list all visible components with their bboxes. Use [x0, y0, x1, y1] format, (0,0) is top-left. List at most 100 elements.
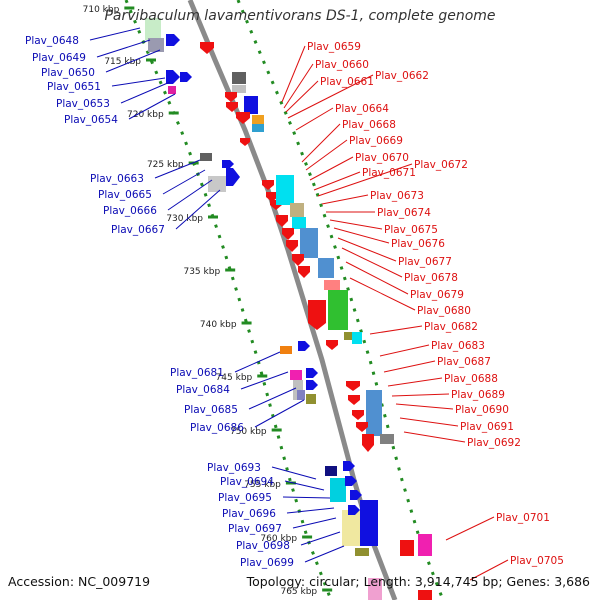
forward-gene — [350, 490, 362, 500]
right-label-leader — [369, 325, 423, 335]
forward-gene — [180, 72, 192, 82]
right-gene-label: Plav_0675 — [384, 224, 438, 236]
reverse-gene — [308, 300, 326, 330]
right-gene-label: Plav_0682 — [424, 321, 478, 333]
left-gene-label: Plav_0648 — [25, 35, 79, 47]
left-gene-label: Plav_0654 — [64, 114, 118, 126]
right-label-leader — [287, 74, 374, 119]
forward-gene — [226, 168, 240, 186]
right-label-leader — [301, 123, 341, 163]
right-label-leader — [399, 417, 459, 427]
scale-tick-label: 725 kbp — [147, 160, 184, 170]
left-label-leader — [286, 507, 335, 514]
right-gene-label: Plav_0679 — [410, 289, 464, 301]
left-gene-label: Plav_0649 — [32, 52, 86, 64]
right-label-leader — [469, 559, 509, 581]
forward-gene — [306, 368, 318, 378]
reverse-gene — [226, 102, 238, 112]
scale-tick-label: 720 kbp — [127, 110, 164, 120]
reverse-gene — [346, 381, 360, 391]
reverse-gene — [200, 42, 214, 54]
right-label-leader — [295, 107, 334, 131]
right-gene-label: Plav_0664 — [335, 103, 389, 115]
scale-tick-label: 730 kbp — [166, 214, 203, 224]
right-label-leader — [305, 139, 348, 171]
reverse-gene — [298, 266, 310, 278]
right-gene-label: Plav_0668 — [342, 119, 396, 131]
left-gene-label: Plav_0694 — [220, 476, 274, 488]
reverse-gene — [362, 434, 374, 452]
scale-tick-label: 745 kbp — [216, 373, 253, 383]
right-gene-label: Plav_0673 — [370, 190, 424, 202]
reverse-gene — [292, 217, 306, 229]
left-gene-label: Plav_0695 — [218, 492, 272, 504]
scale-tick-label: 765 kbp — [280, 587, 317, 597]
reverse-gene — [282, 228, 294, 240]
right-gene-label: Plav_0677 — [398, 256, 452, 268]
right-label-leader — [329, 219, 383, 230]
right-gene-label: Plav_0680 — [417, 305, 471, 317]
left-label-leader — [234, 351, 281, 373]
right-label-leader — [379, 344, 430, 357]
right-gene-label: Plav_0688 — [444, 373, 498, 385]
scale-tick-label: 755 kbp — [244, 480, 281, 490]
forward-gene — [345, 476, 357, 486]
left-label-leader — [300, 531, 341, 546]
reverse-gene — [266, 192, 278, 202]
reverse-gene — [252, 124, 264, 132]
right-gene-label: Plav_0689 — [451, 389, 505, 401]
topology-text: Topology: circular; Length: 3,914,745 bp… — [246, 574, 590, 589]
left-label-leader — [304, 545, 345, 563]
right-gene-label: Plav_0678 — [404, 272, 458, 284]
reverse-gene — [252, 115, 264, 125]
left-gene-label: Plav_0666 — [103, 205, 157, 217]
reverse-gene — [324, 280, 340, 290]
forward-gene — [166, 34, 180, 46]
left-label-leader — [128, 93, 176, 120]
left-gene-label: Plav_0651 — [47, 81, 101, 93]
reverse-gene — [418, 590, 432, 600]
reverse-gene — [344, 332, 354, 340]
left-label-leader — [96, 39, 151, 58]
left-label-leader — [154, 159, 201, 179]
forward-gene — [200, 153, 212, 161]
reverse-gene — [232, 72, 246, 84]
right-label-leader — [337, 237, 397, 262]
reverse-gene — [286, 240, 298, 252]
right-gene-label: Plav_0691 — [460, 421, 514, 433]
left-gene-label: Plav_0699 — [240, 557, 294, 569]
left-label-leader — [105, 49, 161, 73]
left-gene-label: Plav_0653 — [56, 98, 110, 110]
left-gene-label: Plav_0663 — [90, 173, 144, 185]
right-label-leader — [333, 227, 390, 244]
right-label-leader — [341, 247, 403, 278]
scale-tick-label: 710 kbp — [83, 5, 120, 15]
left-gene-label: Plav_0650 — [41, 67, 95, 79]
forward-gene — [330, 478, 346, 502]
right-label-leader — [313, 171, 361, 191]
forward-gene — [355, 548, 369, 556]
right-gene-label: Plav_0660 — [315, 59, 369, 71]
forward-gene — [342, 510, 360, 546]
right-gene-label: Plav_0692 — [467, 437, 521, 449]
forward-gene — [298, 341, 310, 351]
reverse-gene — [352, 410, 364, 420]
reverse-gene — [328, 290, 348, 330]
right-gene-label: Plav_0671 — [362, 167, 416, 179]
forward-gene — [325, 466, 337, 476]
right-label-leader — [387, 377, 443, 387]
scale-tick-label: 735 kbp — [183, 267, 220, 277]
reverse-gene — [352, 332, 362, 344]
right-gene-label: Plav_0661 — [320, 76, 374, 88]
right-gene-label: Plav_0687 — [437, 356, 491, 368]
reverse-gene — [400, 540, 414, 556]
forward-gene — [145, 18, 161, 40]
left-label-leader — [254, 399, 305, 428]
right-gene-label: Plav_0672 — [414, 159, 468, 171]
right-label-leader — [349, 277, 416, 311]
left-gene-label: Plav_0696 — [222, 508, 276, 520]
reverse-gene — [318, 258, 334, 278]
left-label-leader — [120, 81, 171, 104]
forward-gene — [306, 394, 316, 404]
right-label-leader — [317, 163, 413, 197]
